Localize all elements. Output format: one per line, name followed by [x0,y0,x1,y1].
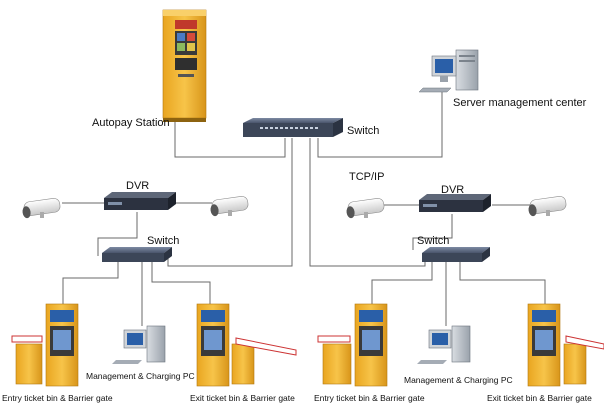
left-management-pc-icon [112,325,166,364]
left-mgmt-pc-label: Management & Charging PC [86,371,195,381]
left-switch-label: Switch [147,235,180,247]
left-entry-label: Entry ticket bin & Barrier gate [2,393,113,403]
right-entry-ticket-bin [354,303,388,387]
tcp-ip-label: TCP/IP [349,171,385,183]
left-exit-barrier-gate [231,337,297,385]
autopay-station-kiosk [162,9,207,122]
left-camera-2-icon [210,196,249,217]
right-camera-1-icon [346,198,385,219]
right-exit-label: Exit ticket bin & Barrier gate [487,393,592,403]
right-exit-ticket-bin [527,303,561,387]
left-dvr-label: DVR [126,180,150,192]
right-dvr-label: DVR [441,184,465,196]
right-entry-barrier-gate [317,335,352,385]
left-camera-1-icon [22,198,61,219]
right-mgmt-pc-label: Management & Charging PC [404,375,513,385]
right-dvr-device [419,194,491,212]
right-management-pc-icon [417,325,471,364]
right-camera-2-icon [528,196,567,217]
right-exit-barrier-gate [563,335,604,385]
left-exit-label: Exit ticket bin & Barrier gate [190,393,295,403]
core-switch-device [243,118,343,137]
left-switch-device [102,247,172,262]
autopay-station-label: Autopay Station [92,117,170,129]
left-entry-barrier-gate [11,335,43,385]
server-computer-icon [418,49,479,93]
left-exit-ticket-bin [196,303,230,387]
server-center-label: Server management center [453,97,587,109]
core-switch-label: Switch [347,125,380,137]
left-entry-ticket-bin [45,303,79,387]
right-switch-label: Switch [417,235,450,247]
right-entry-label: Entry ticket bin & Barrier gate [314,393,425,403]
right-switch-device [422,247,490,262]
connection-lines [62,92,546,326]
left-dvr-device [104,192,176,210]
